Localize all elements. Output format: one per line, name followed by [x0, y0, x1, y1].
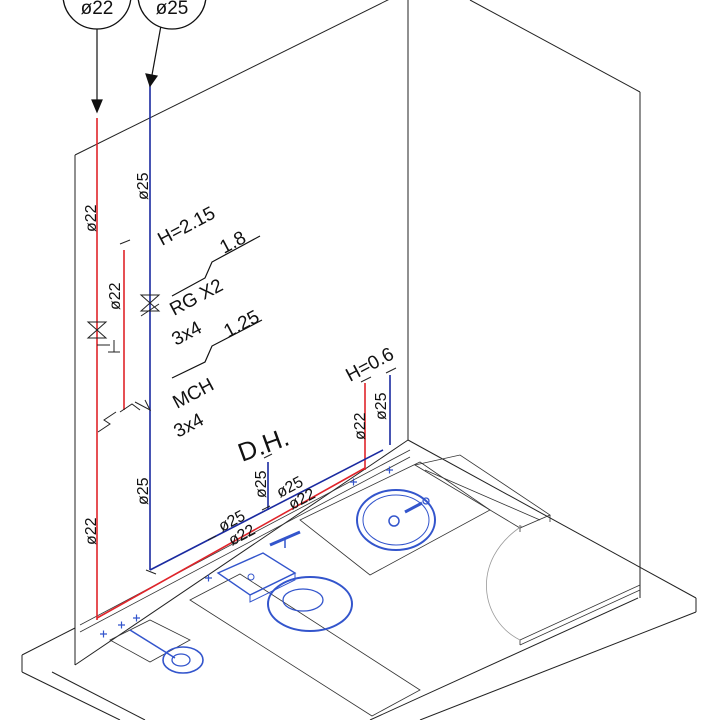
main-height-label: H=2.15 — [154, 203, 218, 251]
pipe-caps — [119, 239, 397, 575]
equipment-rg-size: 3x4 — [168, 317, 205, 350]
hot-valve — [86, 321, 120, 353]
hot-sink-label: ø22 — [352, 412, 369, 440]
cold-main-lower-label: ø25 — [135, 477, 152, 505]
door — [413, 454, 641, 646]
equipment-mch-height: 1.25 — [220, 307, 263, 343]
hot-horizontal-run — [96, 467, 366, 619]
equipment-rg-height: 1.8 — [216, 227, 249, 258]
toilet — [216, 530, 353, 632]
fixture-markers — [100, 466, 393, 638]
equipment-rg-label: RG X2 — [166, 275, 226, 320]
cold-valve — [139, 294, 161, 317]
equipment-mch-size: 3x4 — [170, 409, 207, 442]
hot-main-lower-label: ø22 — [83, 517, 100, 545]
washbasin — [356, 489, 436, 551]
hot-riser-label: ø22 — [107, 282, 124, 310]
cold-sink-label: ø25 — [373, 392, 390, 420]
hot-pipe-tag: ø22 — [62, 0, 132, 30]
cold-water-pipes — [149, 85, 391, 571]
room-walls — [74, 0, 641, 666]
equipment-mch-label: MCH — [169, 375, 217, 414]
floor-drain — [129, 629, 204, 674]
cold-horizontal-run — [149, 449, 384, 571]
cold-branch-label: ø25 — [253, 470, 270, 498]
cold-main-upper-label: ø25 — [135, 172, 152, 200]
hot-pipe-tag-label: ø22 — [81, 0, 114, 19]
floor-slabs — [79, 449, 491, 717]
room-label: D.H. — [234, 422, 293, 468]
hot-water-pipes — [96, 118, 366, 620]
cold-pipe-tag: ø25 — [137, 0, 207, 30]
cold-pipe-tag-label: ø25 — [156, 0, 189, 19]
hot-main-upper-label: ø22 — [83, 204, 100, 232]
leader-arrows — [91, 19, 163, 114]
floor-outline — [21, 439, 697, 720]
mixer-fitting — [97, 399, 152, 433]
door-swing-arc — [486, 525, 523, 641]
